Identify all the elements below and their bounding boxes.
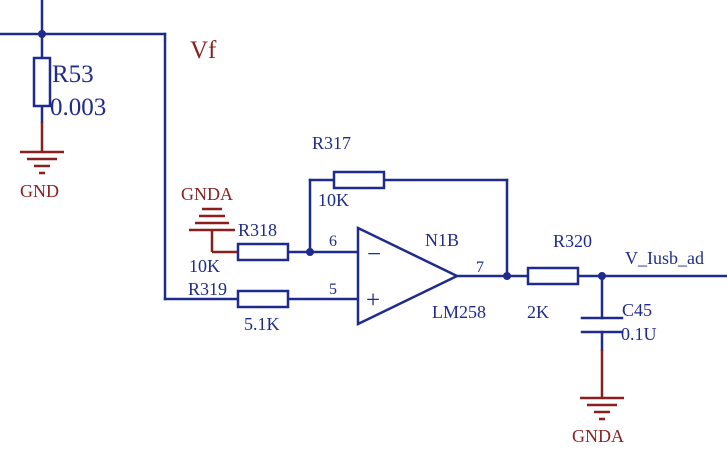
ground-symbol-gnd <box>20 122 64 175</box>
c45-ref-label: C45 <box>622 300 652 320</box>
r320-ref-label: R320 <box>553 231 592 251</box>
r317-value-label: 10K <box>318 190 349 210</box>
r318-value-label: 10K <box>189 256 220 276</box>
ground-symbol-gnda-r318 <box>189 207 238 254</box>
junction-dot <box>306 248 314 256</box>
resistor-r320 <box>526 266 580 286</box>
r319-ref-label: R319 <box>188 279 227 299</box>
gnda-label-r318: GNDA <box>181 184 233 204</box>
resistor-r319 <box>236 289 290 309</box>
junction-dot <box>38 30 46 38</box>
gnd-label: GND <box>20 181 59 201</box>
resistor-r317 <box>332 170 386 190</box>
r53-ref-label: R53 <box>52 61 94 88</box>
r319-value-label: 5.1K <box>244 314 280 334</box>
resistor-r318 <box>236 242 290 262</box>
junctions <box>38 30 606 280</box>
pin-6-label: 6 <box>329 233 337 250</box>
vf-net-label: Vf <box>190 37 217 64</box>
junction-dot <box>503 272 511 280</box>
r53-value-label: 0.003 <box>50 94 106 121</box>
r318-ref-label: R318 <box>238 220 277 240</box>
gnda-label-c45: GNDA <box>572 426 624 446</box>
capacitor-c45 <box>580 316 624 334</box>
pin-7-label: 7 <box>476 259 484 276</box>
c45-value-label: 0.1U <box>621 324 657 344</box>
opamp-ref-label: N1B <box>425 230 459 250</box>
output-net-label: V_Iusb_ad <box>625 248 704 268</box>
wires <box>0 0 727 398</box>
resistor-r53 <box>32 56 52 108</box>
opamp-part-label: LM258 <box>432 302 486 322</box>
opamp-n1b <box>356 226 460 326</box>
r317-ref-label: R317 <box>312 133 351 153</box>
junction-dot <box>598 272 606 280</box>
pin-5-label: 5 <box>329 281 337 298</box>
opamp-inverting-sign: − <box>367 241 381 268</box>
ground-symbol-gnda-c45 <box>580 396 624 421</box>
r320-value-label: 2K <box>527 302 549 322</box>
opamp-noninverting-sign: + <box>366 287 380 314</box>
